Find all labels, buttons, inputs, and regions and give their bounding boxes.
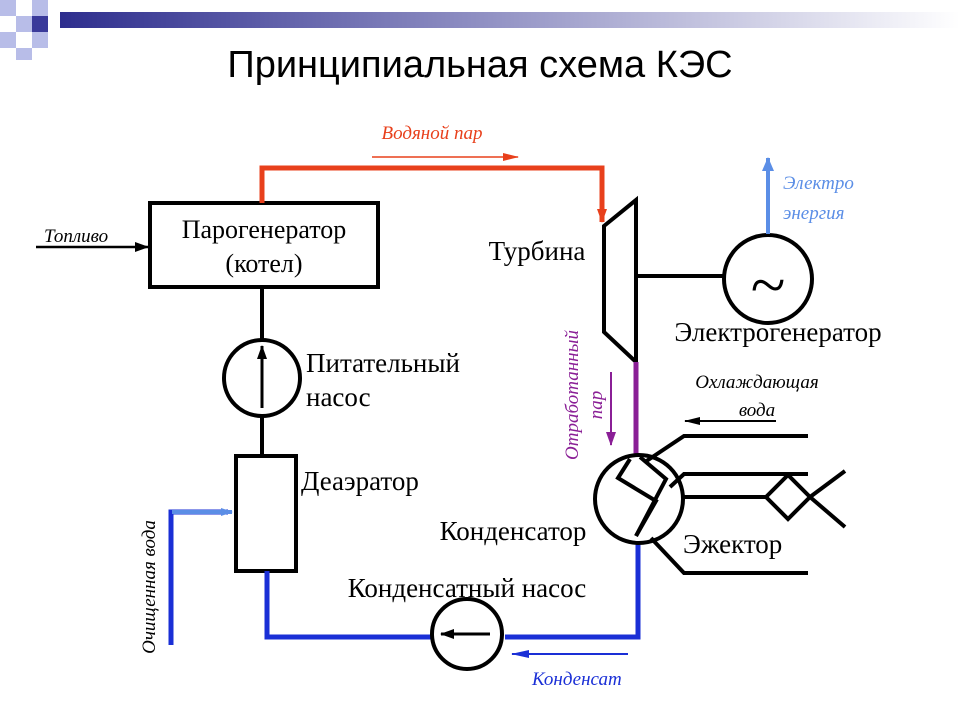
- ejector-valve: [763, 472, 813, 522]
- turbine-label: Турбина: [489, 236, 586, 266]
- header-decoration: [0, 0, 960, 60]
- header-gradient-bar: [60, 12, 960, 28]
- condensate-label: Конденсат: [531, 669, 622, 690]
- generator-circle: [722, 233, 814, 325]
- electricity-label-line1: Электро: [783, 173, 854, 194]
- header-square: [32, 16, 48, 32]
- ejector-outlet-upper: [808, 469, 847, 499]
- fuel-label: Топливо: [44, 226, 108, 247]
- cooling-water-out-pipe: [643, 434, 808, 464]
- turbine: [602, 195, 638, 367]
- boiler-label-line1: Парогенератор: [182, 215, 347, 244]
- feed-pump-label-line2: насос: [306, 382, 371, 412]
- condenser-label: Конденсатор: [440, 516, 587, 546]
- ejector-outlet-lower: [808, 495, 847, 529]
- cooling-water-in-pipe: [668, 472, 808, 489]
- cooling-water-label-line1: Охлаждающая: [695, 372, 819, 393]
- generator-label: Электрогенератор: [674, 317, 881, 347]
- steam-label: Водяной пар: [382, 123, 483, 144]
- purified-water-line: [168, 509, 228, 645]
- condenser-coil-outer: [634, 455, 669, 537]
- boiler-label-line2: (котел): [225, 249, 302, 278]
- deaerator-box: [234, 454, 298, 573]
- header-square: [0, 32, 16, 48]
- page-title: Принципиальная схема КЭС: [227, 44, 733, 86]
- condensate-pump-label: Конденсатный насос: [348, 573, 587, 603]
- ejector-drain-pipe: [649, 536, 808, 575]
- exhaust-label-line2: пар: [586, 391, 607, 420]
- electricity-label-line2: энергия: [783, 203, 844, 224]
- condensate-line-left: [264, 571, 433, 640]
- condensate-line-right: [505, 545, 641, 640]
- feed-pump-label-line1: Питательный: [306, 348, 460, 378]
- header-square: [16, 48, 32, 60]
- deaerator-label: Деаэратор: [301, 466, 419, 496]
- purified-water-label: Очищенная вода: [139, 520, 160, 654]
- header-square: [0, 0, 16, 16]
- ejector-label: Эжектор: [683, 529, 782, 559]
- header-square: [32, 32, 48, 48]
- generator-symbol: ~: [751, 249, 786, 320]
- exhaust-label-line1: Отработанный: [562, 330, 583, 460]
- header-square: [16, 16, 32, 32]
- cooling-water-label-line2: вода: [739, 400, 775, 421]
- steam-line: [259, 165, 607, 223]
- header-square: [32, 0, 48, 16]
